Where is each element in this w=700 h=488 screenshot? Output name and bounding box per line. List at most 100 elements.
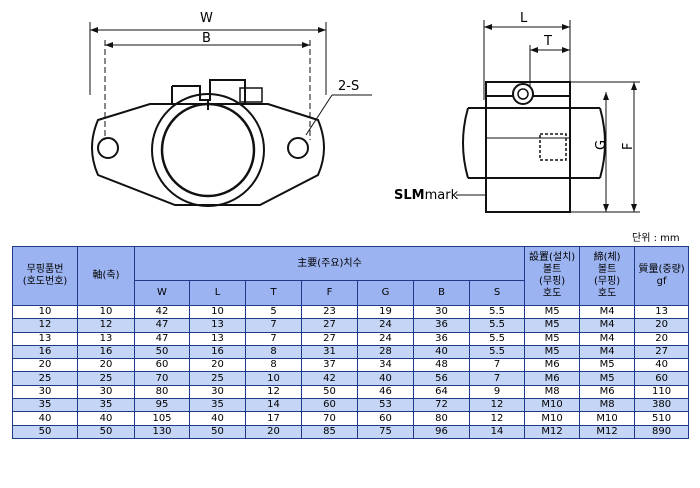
table-cell: 28 (357, 344, 414, 360)
table-cell: M10 (579, 411, 636, 426)
table-cell: 70 (134, 371, 190, 386)
table-cell: 8 (245, 344, 302, 360)
table-cell: 34 (357, 358, 414, 373)
table-cell: 27 (301, 318, 358, 333)
table-cell: 60 (357, 411, 414, 426)
unit-label: 단위 : mm (632, 233, 680, 244)
header-col-l: L (189, 280, 246, 306)
table-cell: 75 (357, 424, 414, 439)
table-cell: 36 (413, 318, 470, 333)
table-cell: 12 (77, 318, 135, 333)
header-col-b: B (413, 280, 470, 306)
table-cell: M12 (524, 424, 581, 439)
header-clamp-bolt: 締(체) 볼트 (무핑) 호도 (579, 246, 636, 306)
table-cell: 130 (134, 424, 190, 439)
table-cell: M6 (579, 384, 636, 400)
table-cell: 110 (634, 384, 690, 400)
spec-table: 무핑품번 (호도번호) 軸(축) 主要(주요)치수 設置(설치) 볼트 (무핑)… (12, 246, 690, 439)
table-cell: 37 (301, 358, 358, 373)
table-cell: 47 (134, 318, 190, 333)
header-col-w: W (134, 280, 190, 306)
table-cell: 50 (12, 424, 78, 439)
table-cell: 31 (301, 344, 358, 360)
table-cell: 40 (189, 411, 246, 426)
table-cell: 510 (634, 411, 690, 426)
table-cell: 95 (134, 398, 190, 413)
table-cell: 50 (301, 384, 358, 400)
table-cell: M6 (524, 371, 581, 386)
table-cell: 20 (77, 358, 135, 373)
table-cell: 25 (189, 371, 246, 386)
dim-g-label: G (594, 140, 609, 150)
table-cell: 17 (245, 411, 302, 426)
table-cell: 35 (12, 398, 78, 413)
table-cell: 13 (634, 304, 690, 320)
table-cell: 56 (413, 371, 470, 386)
table-cell: 7 (245, 331, 302, 346)
dim-l-label: L (520, 11, 528, 26)
header-mount-bolt: 設置(설치) 볼트 (무핑) 호도 (524, 246, 581, 306)
table-cell: 40 (413, 344, 470, 360)
table-cell: M5 (524, 344, 581, 360)
table-cell: 10 (12, 304, 78, 320)
dim-f-label: F (621, 143, 636, 150)
table-cell: M5 (524, 331, 581, 346)
table-cell: 5 (245, 304, 302, 320)
table-cell: 27 (301, 331, 358, 346)
table-cell: 40 (357, 371, 414, 386)
table-cell: 36 (413, 331, 470, 346)
table-cell: 10 (77, 304, 135, 320)
header-mass: 質量(중량) gf (634, 246, 690, 306)
table-cell: 85 (301, 424, 358, 439)
table-cell: 20 (12, 358, 78, 373)
table-cell: 12 (12, 318, 78, 333)
table-cell: 24 (357, 318, 414, 333)
technical-drawing: W B 2-S L (89, 11, 640, 213)
table-cell: M8 (579, 398, 636, 413)
table-cell: M10 (524, 411, 581, 426)
table-cell: 14 (468, 424, 526, 439)
table-cell: 50 (77, 424, 135, 439)
front-view (89, 22, 372, 207)
table-cell: 60 (634, 371, 690, 386)
table-cell: 72 (413, 398, 470, 413)
table-cell: 80 (413, 411, 470, 426)
table-cell: 60 (301, 398, 358, 413)
header-col-f: F (301, 280, 358, 306)
table-cell: 20 (189, 358, 246, 373)
table-cell: 64 (413, 384, 470, 400)
table-cell: 60 (134, 358, 190, 373)
table-cell: 53 (357, 398, 414, 413)
table-cell: 46 (357, 384, 414, 400)
table-cell: 96 (413, 424, 470, 439)
slm-mark-label: SLMmark (394, 188, 459, 203)
table-cell: 10 (189, 304, 246, 320)
header-shaft: 軸(축) (77, 246, 135, 306)
table-cell: 23 (301, 304, 358, 320)
table-cell: 35 (189, 398, 246, 413)
table-cell: 5.5 (468, 304, 526, 320)
header-model: 무핑품번 (호도번호) (12, 246, 78, 306)
table-cell: 16 (189, 344, 246, 360)
dim-t-label: T (543, 34, 552, 49)
table-cell: 50 (189, 424, 246, 439)
table-cell: 13 (189, 331, 246, 346)
table-cell: 42 (134, 304, 190, 320)
table-cell: 47 (134, 331, 190, 346)
header-col-s: S (468, 280, 526, 306)
table-cell: 70 (301, 411, 358, 426)
table-cell: M4 (579, 304, 636, 320)
table-cell: 48 (413, 358, 470, 373)
table-cell: 19 (357, 304, 414, 320)
table-cell: 890 (634, 424, 690, 439)
table-cell: 50 (134, 344, 190, 360)
dim-2s-label: 2-S (338, 79, 359, 94)
table-cell: M6 (524, 358, 581, 373)
